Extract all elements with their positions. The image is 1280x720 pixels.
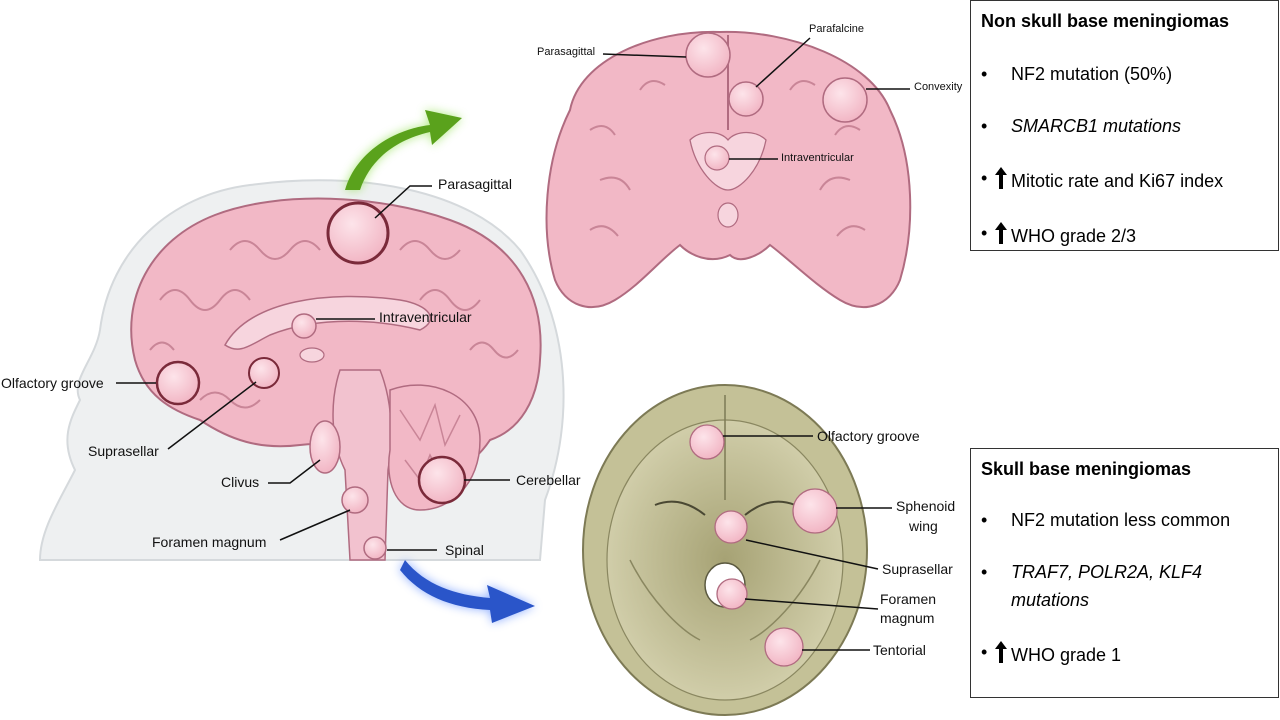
list-item: •NF2 mutation less common [981,510,1231,530]
tumor-sagittal-foramen-magnum [341,486,369,514]
label-skullbase-tentorial: Tentorial [873,642,926,658]
label-skullbase-olfactory-groove: Olfactory groove [817,428,920,444]
label-sagittal-suprasellar: Suprasellar [88,443,159,459]
label-coronal-parafalcine: Parafalcine [809,23,865,35]
up-arrow-icon [995,167,1007,189]
skull-base-title: Skull base meningiomas [981,459,1192,479]
list-item: •Mitotic rate and Ki67 index [981,167,1224,191]
list-item: •TRAF7, POLR2A, KLF4 [981,562,1203,582]
tumor-skullbase-suprasellar [714,510,748,544]
tumor-sagittal-cerebellar [417,455,467,505]
label-skullbase-foramen: Foramen [880,591,937,607]
tumor-skullbase-foramen-magnum [716,578,748,610]
tumor-coronal-parasagittal [685,32,731,78]
tumor-skullbase-sphenoid [792,488,838,534]
tumor-sagittal-parasagittal [326,201,390,265]
non-skull-base-box: Non skull base meningiomas •NF2 mutation… [970,0,1279,251]
label-sagittal-spinal: Spinal [445,542,484,558]
tumor-sagittal-intraventricular [291,313,317,339]
leader-lines [116,37,910,651]
tumor-coronal-convexity [822,77,868,123]
up-arrow-icon [995,641,1007,663]
list-item: •SMARCB1 mutations [981,116,1182,136]
non-skull-base-list: •NF2 mutation (50%) •SMARCB1 mutations •… [981,63,1270,247]
non-skull-base-title: Non skull base meningiomas [981,11,1230,31]
label-sagittal-olfactory-groove: Olfactory groove [1,375,104,391]
label-sagittal-intraventricular: Intraventricular [379,309,472,325]
label-skullbase-sphenoid: Sphenoid [896,498,956,514]
up-arrow-icon [995,222,1007,244]
green-arrow [345,110,462,190]
skull-base-list: •NF2 mutation less common •TRAF7, POLR2A… [981,509,1270,666]
tumor-coronal-intraventricular [704,145,730,171]
label-coronal-parasagittal: Parasagittal [537,46,596,58]
label-sagittal-parasagittal: Parasagittal [438,176,512,192]
label-sagittal-clivus: Clivus [221,474,260,490]
coronal-brain [545,30,912,309]
label-skullbase-suprasellar: Suprasellar [882,561,953,577]
list-item: •NF2 mutation (50%) [981,64,1173,84]
tumor-sagittal-spinal [363,536,387,560]
label-skullbase-wing: wing [909,518,938,534]
label-sagittal-cerebellar: Cerebellar [516,472,581,488]
tumor-skullbase-olfactory [689,424,725,460]
list-item: •WHO grade 2/3 [981,222,1137,246]
list-item: •WHO grade 1 [981,641,1122,665]
skull-base-box: Skull base meningiomas •NF2 mutation les… [970,448,1279,698]
tumor-sagittal-clivus [309,420,341,474]
tumor-coronal-parafalcine [728,81,764,117]
blue-arrow [400,560,535,623]
label-coronal-convexity: Convexity [914,81,963,93]
label-sagittal-foramen-magnum: Foramen magnum [152,534,267,550]
label-coronal-intraventricular: Intraventricular [781,152,854,164]
tumor-skullbase-tentorial [764,627,804,667]
tumor-sagittal-suprasellar [248,357,280,389]
tumor-sagittal-olfactory [155,360,201,406]
label-skullbase-magnum: magnum [880,610,935,626]
list-item-continuation: mutations [1011,590,1090,610]
